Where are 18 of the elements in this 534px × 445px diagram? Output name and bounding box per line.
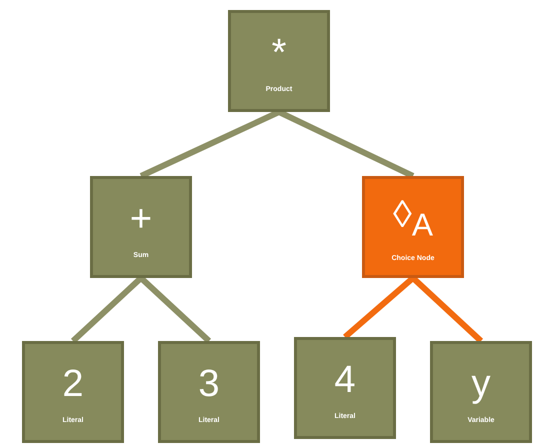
node-symbol: + [130,200,152,238]
connector-line [343,276,415,340]
tree-node-box [430,341,532,443]
tree-node-box [228,10,330,112]
connector-line [138,276,212,344]
tree-node-box [158,341,260,443]
tree-node-box [294,337,396,439]
tree-node-box [362,176,464,278]
node-symbol: * [272,34,286,72]
connector-line [70,276,144,344]
node-symbol: 2 [62,364,84,402]
tree-node-box [22,341,124,443]
node-symbol: y [472,364,490,402]
node-symbol: 4 [334,360,356,398]
node-symbol: ◊$_{A}$ [393,196,433,242]
tree-node-box [90,176,192,278]
connector-line [410,276,484,344]
node-symbol: 3 [198,364,220,402]
